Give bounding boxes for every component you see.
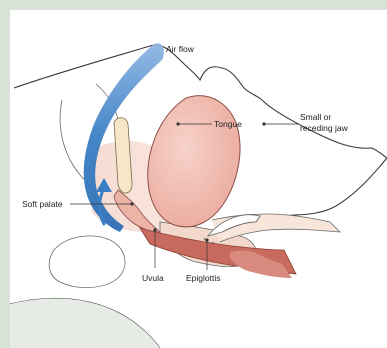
leader-jaw-dot: [262, 122, 265, 125]
leader-epiglottis-dot: [205, 238, 208, 241]
label-epiglottis: Epiglottis: [186, 273, 221, 283]
label-small-jaw-line2: receding jaw: [300, 123, 349, 133]
label-soft-palate: Soft palate: [22, 199, 63, 209]
label-small-jaw-line1: Small or: [300, 112, 331, 122]
leader-tongue-dot: [176, 122, 179, 125]
label-air-flow: Air flow: [166, 44, 195, 54]
leader-uvula-dot: [153, 228, 156, 231]
leader-soft-palate-dot: [130, 202, 133, 205]
label-tongue: Tongue: [214, 119, 242, 129]
label-uvula: Uvula: [142, 273, 164, 283]
